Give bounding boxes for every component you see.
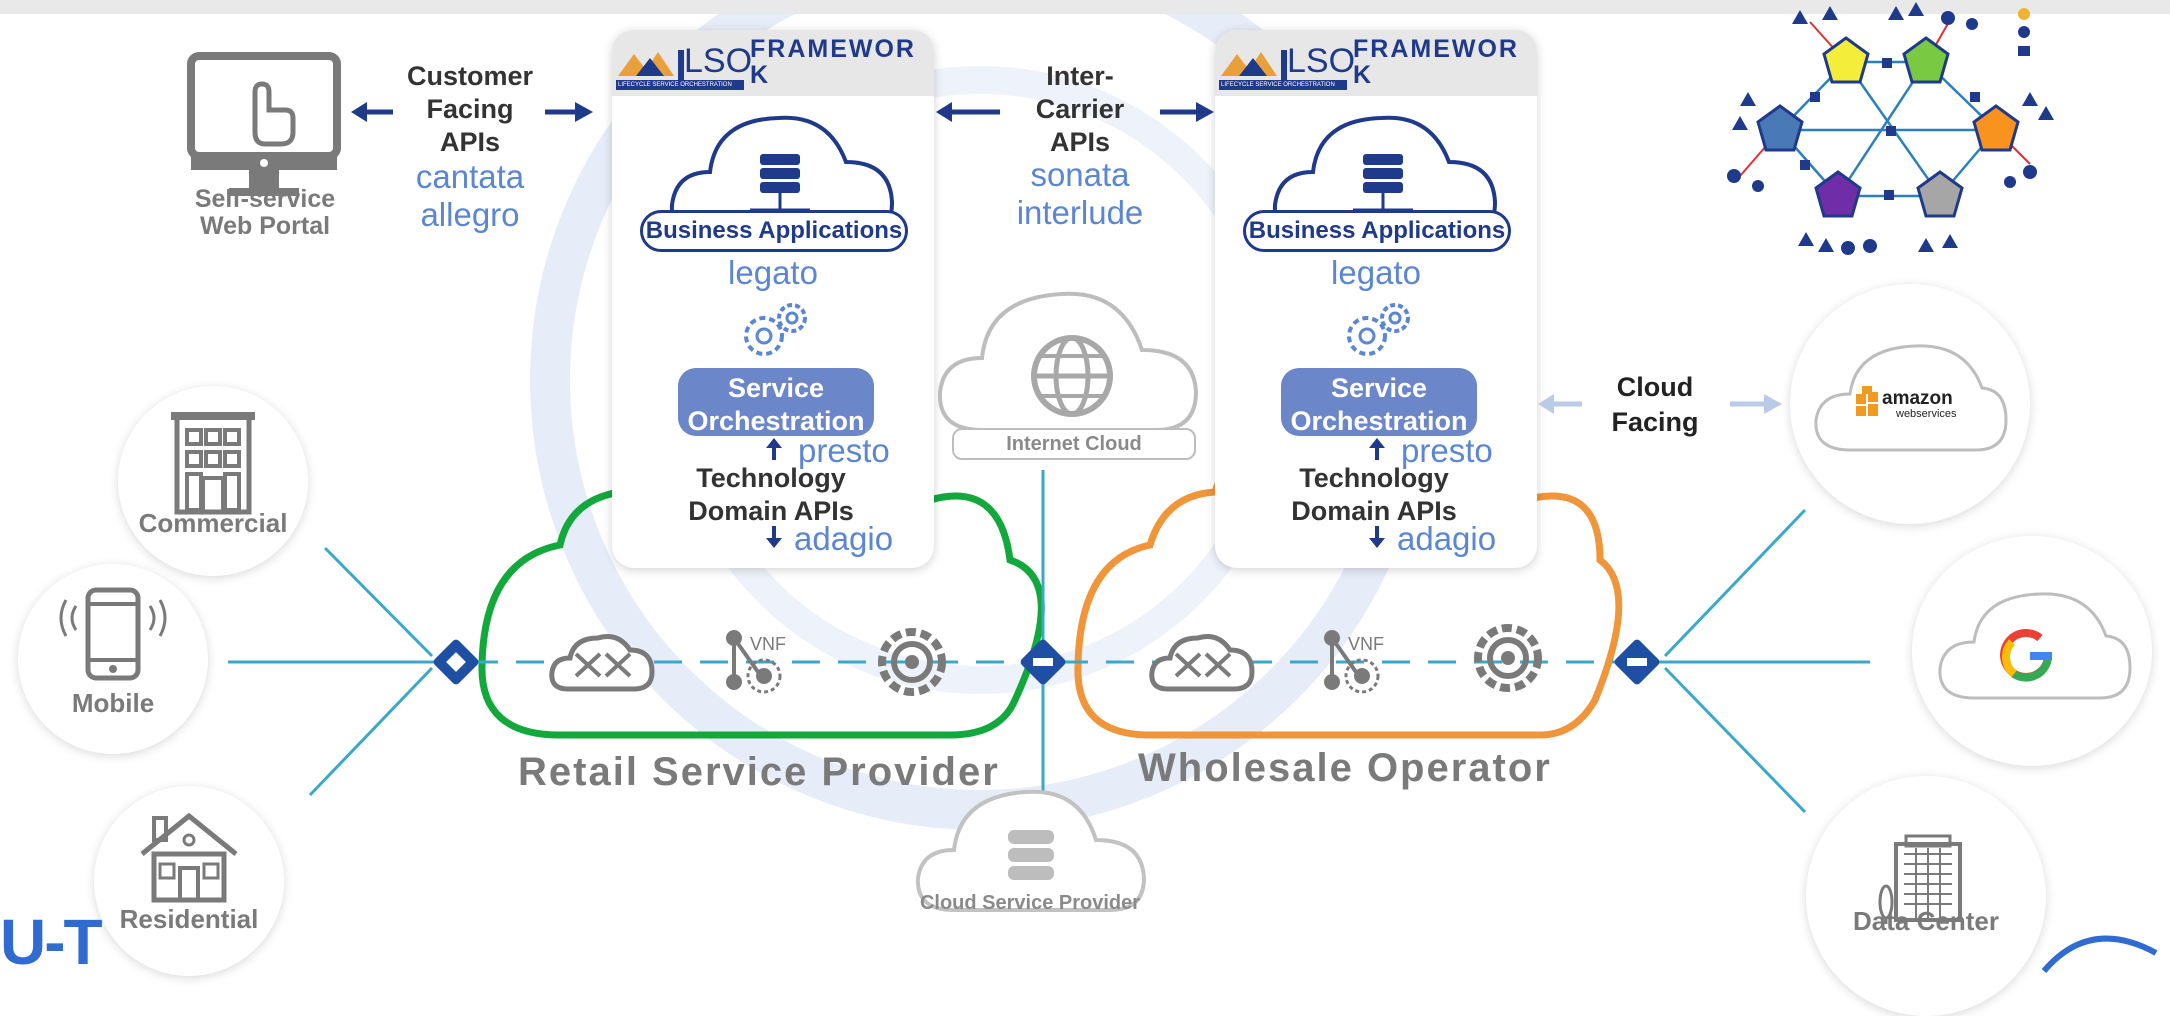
framework-title: FRAMEWOR K [1353,35,1519,89]
technology-domain-apis-label: Technology Domain APIs [1291,463,1457,526]
mef-lso-logo-icon [616,50,744,90]
service-orchestration-box: Service Orchestration [1281,368,1477,436]
sonata-api: sonata [1030,156,1130,193]
mef-lso-logo-icon [1219,50,1347,90]
wholesale-vnf-label: VNF [1348,634,1384,654]
router-icon [549,634,655,692]
google-provider: G [1912,536,2152,766]
building-icon [171,412,255,515]
adagio-api: adagio [1397,520,1497,557]
inter-carrier-arrows [936,102,1214,122]
business-cloud-icon [1272,115,1498,242]
customer-facing-apis-title: Customer Facing APIs [406,61,534,157]
lso-logo-text: LSO [684,42,753,80]
gears-icon [744,303,807,356]
interlude-api: interlude [1016,194,1144,231]
cloud-facing-arrows [1538,394,1782,414]
business-cloud-icon [669,115,895,242]
google-cloud-icon [1938,592,2132,700]
lso-framework-panel-right: LSO LIFECYCLE SERVICE ORCHESTRATION FRAM… [1215,30,1537,568]
retail-vnf-label: VNF [750,634,786,654]
residential-customer: Residential [94,786,284,976]
lso-framework-panel-left: LSO LIFECYCLE SERVICE ORCHESTRATION FRAM… [612,30,934,568]
nni-connectors [433,639,1660,685]
google-logo-letter: G [1912,536,1913,537]
commercial-label: Commercial [138,508,288,538]
business-applications-box: Business Applications [640,210,908,252]
mobile-label: Mobile [71,688,155,718]
router-icon [1149,634,1255,692]
lso-logo-text: LSO [1287,42,1356,80]
network-topology-icon [1727,2,2054,255]
datacenter-icon [1878,834,1962,924]
diagram-canvas: Self-service Web Portal Customer Facing … [0,0,2170,978]
arrow-down-icon [1369,526,1385,548]
technology-domain-apis-label: Technology Domain APIs [688,463,854,526]
aws-provider: amazon webservices [1790,284,2030,524]
cloud-service-provider-icon [915,789,1147,912]
internet-cloud-icon [937,291,1199,432]
cantata-api: cantata [415,158,525,195]
presto-api: presto [1401,432,1493,469]
data-center-provider: Data Center [1806,776,2046,1016]
inter-carrier-apis-title: Inter- Carrier APIs [1035,61,1125,157]
smartphone-icon [59,587,167,681]
legato-api: legato [728,254,818,291]
commercial-customer: Commercial [118,386,308,576]
framework-title: FRAMEWOR K [750,35,916,89]
orchestration-gear-icon [878,628,946,696]
cloud-service-provider-label: Cloud Service Provider [919,892,1141,914]
lso-logo-subtitle: LIFECYCLE SERVICE ORCHESTRATION [618,82,732,88]
monitor-touch-icon [187,52,341,196]
adagio-api: adagio [794,520,894,557]
business-applications-box: Business Applications [1243,210,1511,252]
aws-logo-subtext: webservices [1896,408,1957,420]
internet-cloud-label: Internet Cloud [952,428,1196,460]
arrow-up-icon [1369,438,1385,460]
customer-api-arrows [351,102,593,122]
corner-swoosh-icon [2041,935,2158,973]
vnf-icon [726,630,782,694]
orchestration-gear-icon [1474,624,1542,692]
mobile-customer: Mobile [18,564,208,754]
aws-cloud-icon [1814,344,2008,452]
service-orchestration-box: Service Orchestration [678,368,874,436]
cloud-facing-label: Cloud Facing [1611,372,1699,437]
wholesale-operator-label: Wholesale Operator [1138,746,1552,790]
lso-logo-subtitle: LIFECYCLE SERVICE ORCHESTRATION [1221,82,1335,88]
house-icon [140,812,238,903]
allegro-api: allegro [420,196,520,233]
residential-label: Residential [119,904,259,934]
arrow-down-icon [766,526,782,548]
aws-logo-text: amazon [1882,388,1953,409]
gears-icon [1347,303,1410,356]
vnf-icon [1324,630,1380,694]
legato-api: legato [1331,254,1421,291]
arrow-up-icon [766,438,782,460]
presto-api: presto [798,432,890,469]
self-service-portal-label: Self-service Web Portal [194,185,336,240]
data-center-label: Data Center [1853,906,1999,936]
itu-watermark-text: U-T [0,906,103,978]
retail-service-provider-label: Retail Service Provider [518,750,1000,794]
